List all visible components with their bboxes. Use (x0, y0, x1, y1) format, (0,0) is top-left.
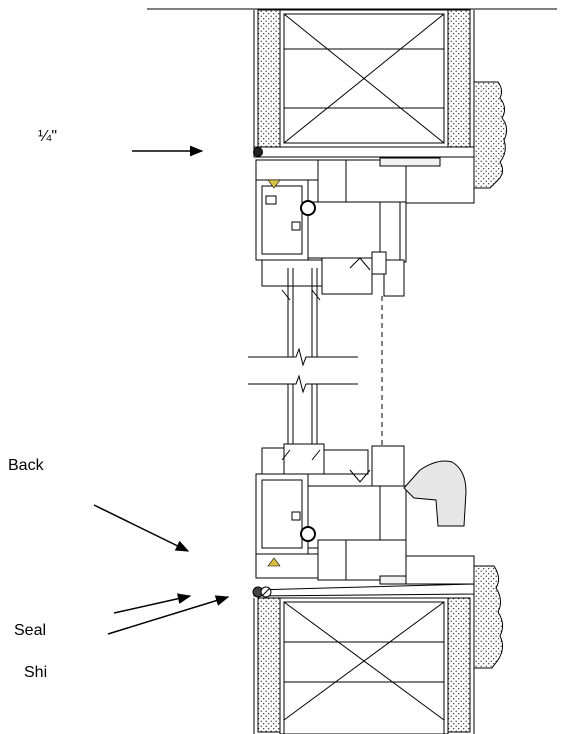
arrow-backer (93, 504, 190, 552)
label-backer: Back (8, 457, 44, 474)
leader-arrows (93, 145, 230, 635)
arrow-sealant (113, 593, 192, 614)
upper-stone (473, 81, 508, 189)
sill-shim-mark (267, 557, 281, 567)
sill-board (252, 555, 475, 598)
sill-nosing (403, 460, 467, 527)
arrow-shim (107, 595, 230, 635)
label-shim: Shi (24, 664, 48, 681)
sill-arrows (281, 449, 371, 483)
sill-frame (255, 443, 441, 585)
lower-stone (473, 565, 504, 669)
break-lines (248, 347, 358, 394)
head-shim-mark (267, 179, 281, 189)
label-gap: ¼" (38, 128, 58, 145)
label-sealant: Seal (14, 622, 47, 639)
lower-wall (253, 597, 475, 734)
upper-wall (253, 9, 475, 148)
head-arrows (281, 257, 371, 301)
